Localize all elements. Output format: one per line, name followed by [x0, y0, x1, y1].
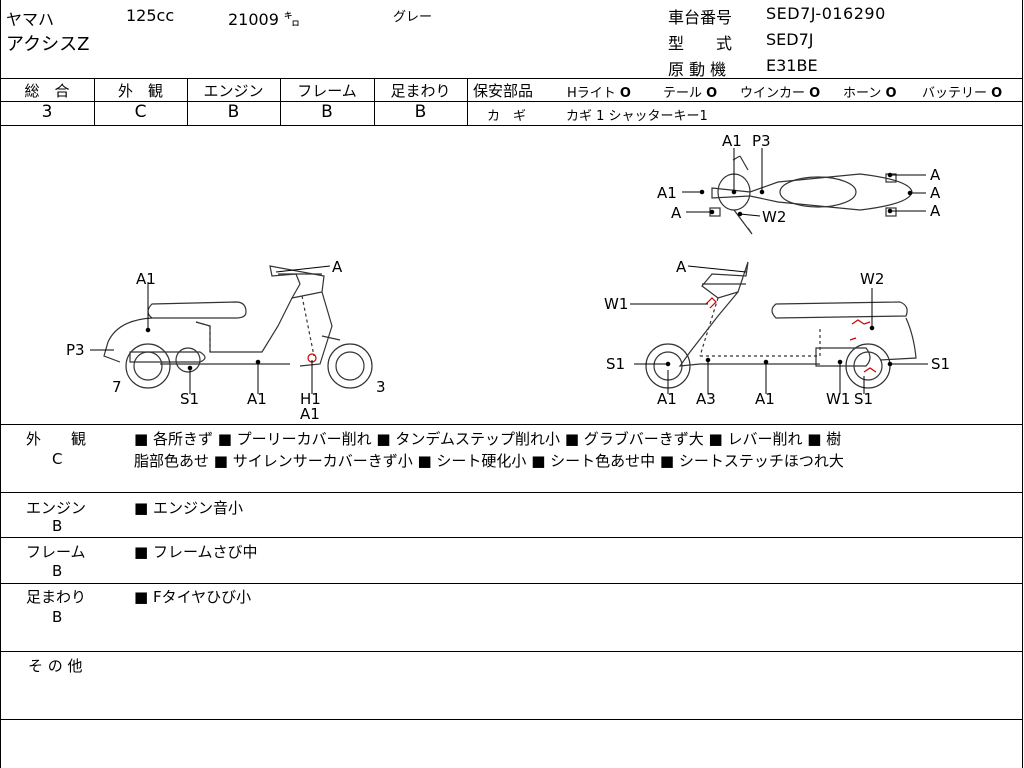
damage-diagram: A A1 P3 7 3 S1 A1 H1 A1 A W1 W2 S1 S1 A1…: [66, 132, 950, 423]
label-top-a-right1: A: [930, 166, 941, 184]
outer-border-left: [0, 0, 1, 768]
grade-exterior-label: 外 観: [117, 82, 163, 100]
notes-frame-label: フレーム: [26, 543, 86, 561]
label-right-a: A: [676, 258, 687, 276]
key-label: カ ギ: [487, 109, 527, 124]
label-right-a3: A3: [696, 390, 716, 408]
grade-frame: B: [321, 102, 333, 122]
notes-exterior-line1: ■ 各所きず ■ プーリーカバー削れ ■ タンデムステップ削れ小 ■ グラブバー…: [134, 430, 842, 448]
notes-frame-text: ■ フレームさび中: [134, 543, 258, 561]
type-label: 型 式: [668, 34, 733, 53]
notes-suspension-grade: B: [52, 608, 63, 626]
label-left-a1-bottom: A1: [300, 405, 320, 423]
divider-grades: [0, 125, 1023, 126]
label-left-a1-floor: A1: [247, 390, 267, 408]
divider-engine: [0, 537, 1023, 538]
grade-total-label: 総 合: [24, 82, 70, 100]
label-top-w2: W2: [762, 208, 786, 226]
notes-engine-text: ■ エンジン音小: [134, 499, 243, 517]
grade-sep-2: [187, 78, 188, 125]
grade-suspension-label: 足まわり: [390, 82, 451, 100]
grade-total: 3: [41, 102, 53, 122]
grade-sep-4: [374, 78, 375, 125]
label-left-h1: H1: [300, 390, 321, 408]
notes-exterior-line2: 脂部色あせ ■ サイレンサーカバーきず小 ■ シート硬化小 ■ シート色あせ中 …: [134, 452, 844, 470]
label-top-a-right3: A: [930, 202, 941, 220]
divider-exterior: [0, 492, 1023, 493]
safety-battery: バッテリー O: [922, 86, 1003, 101]
key-value: カギ 1 シャッターキー1: [566, 109, 708, 124]
divider-safety: [467, 101, 1023, 102]
frame-no: SED7J-016290: [766, 4, 886, 23]
notes-engine-label: エンジン: [26, 499, 87, 517]
scooter-top-view: [709, 155, 913, 235]
label-top-a1-left: A1: [657, 184, 677, 202]
label-top-a-left: A: [671, 204, 682, 222]
divider-grade-label: [0, 101, 467, 102]
type-value: SED7J: [766, 30, 814, 49]
label-left-3: 3: [376, 378, 386, 396]
label-left-a: A: [332, 258, 343, 276]
grade-suspension: B: [414, 102, 427, 122]
label-right-s1-rear: S1: [931, 355, 950, 373]
notes-engine-grade: B: [52, 517, 63, 535]
grade-engine-label: エンジン: [203, 82, 264, 100]
maker: ヤマハ: [6, 10, 55, 29]
label-right-w2: W2: [860, 270, 884, 288]
notes-exterior-label: 外 観: [26, 430, 87, 448]
frame-no-label: 車台番号: [668, 8, 733, 27]
label-right-s1-bottom: S1: [854, 390, 873, 408]
grade-frame-label: フレーム: [297, 82, 357, 100]
label-left-7: 7: [112, 378, 122, 396]
notes-frame-grade: B: [52, 562, 63, 580]
divider-other: [0, 719, 1023, 720]
notes-suspension-label: 足まわり: [26, 588, 87, 606]
label-top-a1: A1: [722, 132, 742, 150]
grade-sep-5: [467, 78, 468, 125]
label-top-a-right2: A: [930, 184, 941, 202]
body-color: グレー: [393, 10, 433, 25]
safety-taillight: テール O: [663, 86, 718, 101]
scooter-side-left: [103, 265, 373, 389]
grade-engine: B: [227, 102, 240, 122]
damage-marks: [307, 297, 877, 373]
notes-suspension-text: ■ Fタイヤひび小: [134, 588, 252, 606]
notes-other-label: そ の 他: [28, 657, 83, 675]
label-left-s1: S1: [180, 390, 199, 408]
engine-model-label: 原 動 機: [668, 60, 727, 79]
grade-sep-3: [280, 78, 281, 125]
label-right-w1-bottom: W1: [826, 390, 850, 408]
mileage: 21009 ㌔: [228, 10, 300, 29]
divider-diagram: [0, 424, 1023, 425]
notes-exterior-grade: C: [52, 450, 63, 468]
grade-sep-1: [94, 78, 95, 125]
divider-header: [0, 78, 1023, 79]
label-left-a1-seat: A1: [136, 270, 156, 288]
label-left-p3: P3: [66, 341, 85, 359]
grade-exterior: C: [134, 102, 147, 122]
model-name: アクシスZ: [6, 34, 90, 55]
safety-winker: ウインカー O: [740, 86, 821, 101]
divider-suspension: [0, 651, 1023, 652]
divider-frame: [0, 583, 1023, 584]
label-right-s1-front: S1: [606, 355, 625, 373]
safety-horn: ホーン O: [843, 86, 897, 101]
engine-model-value: E31BE: [766, 56, 818, 75]
label-top-p3: P3: [752, 132, 771, 150]
label-right-a1-front: A1: [657, 390, 677, 408]
label-right-a1-floor: A1: [755, 390, 775, 408]
displacement: 125cc: [126, 6, 175, 25]
safety-headlight: Hライト O: [567, 86, 631, 101]
outer-border-right: [1022, 0, 1023, 768]
label-right-w1: W1: [604, 295, 628, 313]
safety-label: 保安部品: [473, 82, 534, 100]
